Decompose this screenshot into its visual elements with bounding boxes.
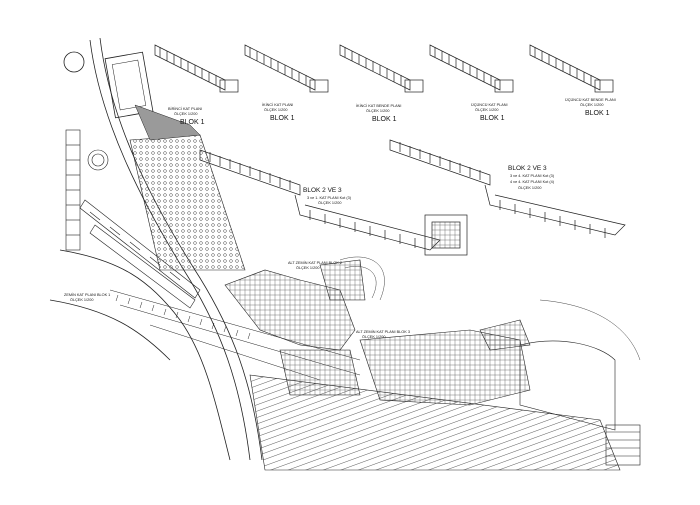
label-blok1-3-title: İKİNCİ KAT BENDE PLANI xyxy=(356,103,401,108)
hatched-ground xyxy=(249,374,621,471)
label-blok1-4-title: ÜÇÜNCÜ KAT PLANI xyxy=(471,103,508,107)
label-blok1-5-title: ÜÇÜNCÜ KAT BENDE PLANI xyxy=(565,98,616,102)
label-blok23-left-line1: 3 ve 1. KAT PLANI Kot (3) xyxy=(307,196,352,200)
label-blok1-2-blok: BLOK 1 xyxy=(270,115,295,122)
label-blok23-right-title: BLOK 2 VE 3 xyxy=(508,165,547,172)
label-blok1-2-scale: ÖLÇEK 1/200 xyxy=(264,108,287,112)
blok1-ground-column xyxy=(65,129,109,251)
label-blok1-5-blok: BLOK 1 xyxy=(585,110,610,117)
label-blok1-1-scale: ÖLÇEK 1/200 xyxy=(174,112,197,116)
blok3-complex xyxy=(359,319,616,431)
label-blok23-right-line2: 4 ve 4. KAT PLANI Kot (4) xyxy=(510,180,555,184)
label-blok1-5-scale: ÖLÇEK 1/200 xyxy=(580,103,603,107)
central-complex xyxy=(224,259,366,396)
label-alt-zemin-blok3: ALT ZEMİN KAT PLANI BLOK 3 xyxy=(356,329,410,334)
title-block xyxy=(605,424,641,466)
label-alt-zemin-blok3-scale: ÖLÇEK 1/200 xyxy=(362,335,385,339)
label-blok1-1-title: BİRİNCİ KAT PLANI xyxy=(168,106,202,111)
blok1-floor-plans xyxy=(154,44,614,93)
label-blok23-right-line3: ÖLÇEK 1/200 xyxy=(518,186,541,190)
sports-field xyxy=(63,51,154,119)
labels: BİRİNCİ KAT PLANI ÖLÇEK 1/200 BLOK 1 İKİ… xyxy=(64,98,616,339)
label-blok1-4-blok: BLOK 1 xyxy=(480,115,505,122)
label-blok23-right-line1: 3 ve 4. KAT PLANI Kot (3) xyxy=(510,174,555,178)
label-blok1-2-title: İKİNCİ KAT PLANI xyxy=(262,102,293,107)
label-blok1-3-blok: BLOK 1 xyxy=(372,116,397,123)
label-alt-kat-blok2: ALT ZEMİN KAT PLANI BLOK 2 xyxy=(288,260,342,265)
label-zemin-blok1: ZEMİN KAT PLANI BLOK 1 xyxy=(64,292,110,297)
road-lines xyxy=(49,37,263,461)
terrain-lines xyxy=(339,256,641,361)
label-blok1-1-blok: BLOK 1 xyxy=(180,119,205,126)
label-blok1-4-scale: ÖLÇEK 1/200 xyxy=(475,108,498,112)
label-blok1-3-scale: ÖLÇEK 1/200 xyxy=(366,109,389,113)
blok23-floor-plans xyxy=(199,139,626,256)
label-zemin-blok1-scale: ÖLÇEK 1/200 xyxy=(70,298,93,302)
label-alt-kat-blok2-scale: ÖLÇEK 1/200 xyxy=(296,266,319,270)
landscape-area xyxy=(129,104,246,271)
label-blok23-left-title: BLOK 2 VE 3 xyxy=(303,187,342,194)
label-blok23-left-line2: ÖLÇEK 1/200 xyxy=(318,201,341,205)
